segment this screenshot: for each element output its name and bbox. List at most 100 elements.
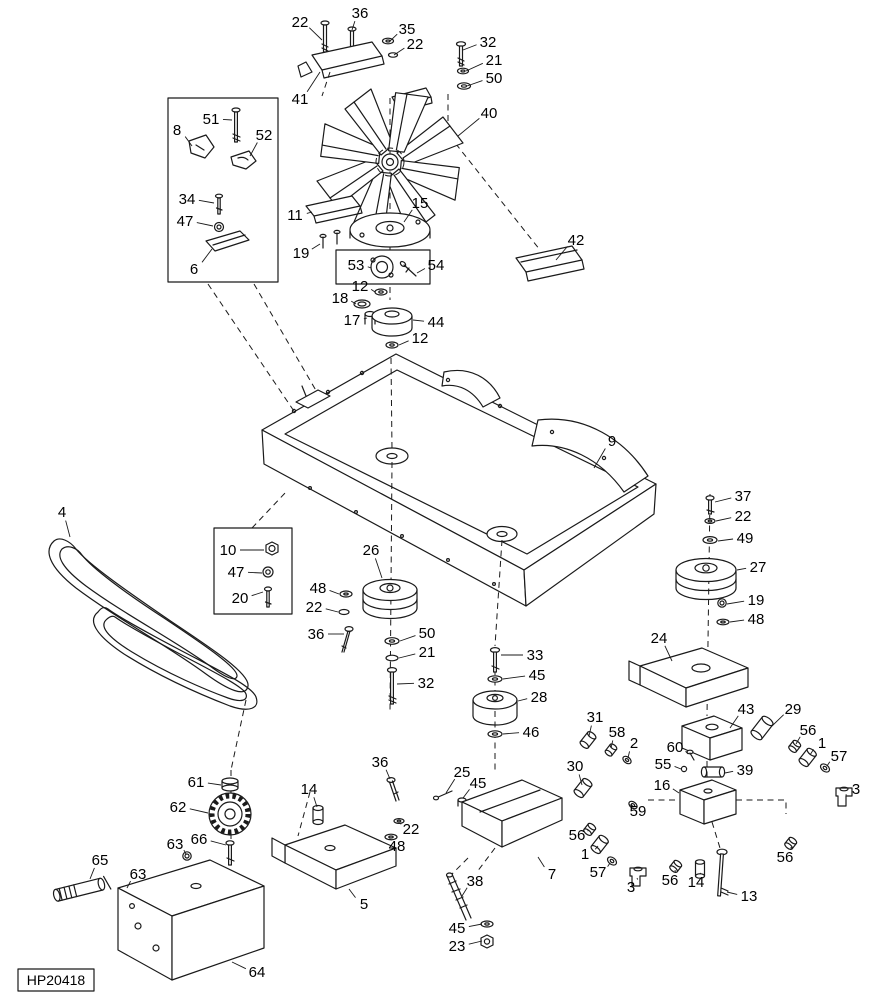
- adjust-rod-38: [445, 872, 494, 949]
- part-callout-5: 5: [360, 896, 368, 913]
- part-callout-8: 8: [173, 122, 181, 139]
- part-callout-24: 24: [651, 630, 668, 647]
- callout-leader-44: [412, 319, 425, 322]
- part-callout-3: 3: [852, 781, 860, 798]
- fan-impeller: [316, 88, 464, 236]
- part-callout-38: 38: [467, 873, 484, 890]
- callout-leader-43: [729, 715, 739, 729]
- part-callout-47: 47: [177, 213, 194, 230]
- part-callout-50: 50: [486, 70, 503, 87]
- part-callout-58: 58: [609, 724, 626, 741]
- bearing-inset-box: [335, 249, 431, 285]
- callout-leader-51: [222, 118, 233, 121]
- fan-disc-15: [349, 212, 431, 248]
- callout-leader-59: [629, 804, 635, 808]
- part-callout-47: 47: [228, 564, 245, 581]
- part-callout-53: 53: [348, 257, 365, 274]
- part-callout-57: 57: [590, 864, 607, 881]
- part-callout-22: 22: [735, 508, 752, 525]
- callout-leader-20: [251, 591, 264, 597]
- part-callout-48: 48: [748, 611, 765, 628]
- part-callout-63: 63: [130, 866, 147, 883]
- part-callout-45: 45: [470, 775, 487, 792]
- part-callout-40: 40: [481, 105, 498, 122]
- callout-leader-58: [610, 740, 614, 749]
- fan-vane-42: [515, 245, 585, 282]
- part-callout-3: 3: [627, 879, 635, 896]
- fan-vane-11: [305, 195, 363, 249]
- callout-leader-21: [398, 653, 416, 659]
- callout-leader-46: [502, 732, 520, 735]
- callout-leader-30: [578, 774, 583, 786]
- part-callout-36: 36: [352, 5, 369, 22]
- callout-leader-45: [468, 923, 483, 928]
- callout-leader-64: [231, 961, 247, 970]
- callout-leader-57: [607, 862, 611, 867]
- part-callout-20: 20: [232, 590, 249, 607]
- callout-leader-47: [196, 222, 214, 227]
- callout-leader-48: [389, 838, 393, 841]
- part-callout-23: 23: [449, 938, 466, 955]
- callout-leader-7: [537, 856, 545, 868]
- callout-leader-17: [363, 317, 368, 320]
- part-callout-37: 37: [735, 488, 752, 505]
- callout-leader-54: [416, 268, 426, 274]
- part-callout-12: 12: [412, 330, 429, 347]
- part-callout-62: 62: [170, 799, 187, 816]
- callout-leader-32: [462, 44, 477, 51]
- callout-leader-48: [729, 619, 745, 623]
- part-callout-15: 15: [412, 195, 429, 212]
- callout-leader-55: [674, 765, 682, 770]
- callout-leader-1: [594, 845, 599, 850]
- part-callout-35: 35: [399, 21, 416, 38]
- part-callout-43: 43: [738, 701, 755, 718]
- spindle-stack: [353, 288, 413, 349]
- part-callout-10: 10: [220, 542, 237, 559]
- callout-leader-50: [466, 80, 483, 87]
- callout-leader-25: [445, 778, 456, 794]
- callout-leader-36: [351, 21, 356, 31]
- callout-leader-39: [724, 770, 734, 774]
- part-callout-50: 50: [419, 625, 436, 642]
- pulley-27-assembly: [675, 495, 737, 626]
- part-callout-36: 36: [308, 626, 325, 643]
- diagram-id-label: HP20418: [27, 972, 86, 988]
- pivot-pin-14: [312, 804, 324, 826]
- part-callout-11: 11: [287, 207, 303, 224]
- callout-leader-34: [198, 199, 215, 204]
- part-callout-32: 32: [418, 675, 435, 692]
- part-callout-60: 60: [667, 739, 684, 756]
- part-callout-45: 45: [449, 920, 466, 937]
- callout-leader-16: [672, 788, 680, 794]
- callout-leader-14: [699, 872, 702, 875]
- part-callout-57: 57: [831, 748, 848, 765]
- part-callout-59: 59: [630, 803, 647, 820]
- callout-leader-37: [714, 497, 732, 503]
- part-callout-56: 56: [662, 872, 679, 889]
- part-callout-14: 14: [301, 781, 318, 798]
- idler-bracket-24: [628, 647, 749, 708]
- callout-leader-45: [462, 789, 470, 799]
- part-callout-63: 63: [167, 836, 184, 853]
- part-callout-49: 49: [737, 530, 754, 547]
- part-callout-56: 56: [569, 827, 586, 844]
- callout-leader-66: [210, 840, 227, 846]
- callout-leader-36: [385, 769, 391, 780]
- part-callout-64: 64: [249, 964, 266, 981]
- callout-leader-45: [502, 675, 526, 680]
- drive-belt: [48, 538, 258, 710]
- part-callout-1: 1: [581, 846, 589, 863]
- callout-leader-50: [399, 635, 416, 642]
- fan-vane-41: [297, 41, 385, 79]
- part-callout-56: 56: [800, 722, 817, 739]
- callout-leader-60: [685, 750, 689, 755]
- part-callout-9: 9: [608, 433, 616, 450]
- callout-leader-6: [201, 248, 213, 263]
- mower-deck-housing: [261, 353, 657, 607]
- pulley-26-assembly: [338, 578, 418, 705]
- part-callout-56: 56: [777, 849, 794, 866]
- part-callout-46: 46: [523, 724, 540, 741]
- part-callout-32: 32: [480, 34, 497, 51]
- part-callout-33: 33: [527, 647, 544, 664]
